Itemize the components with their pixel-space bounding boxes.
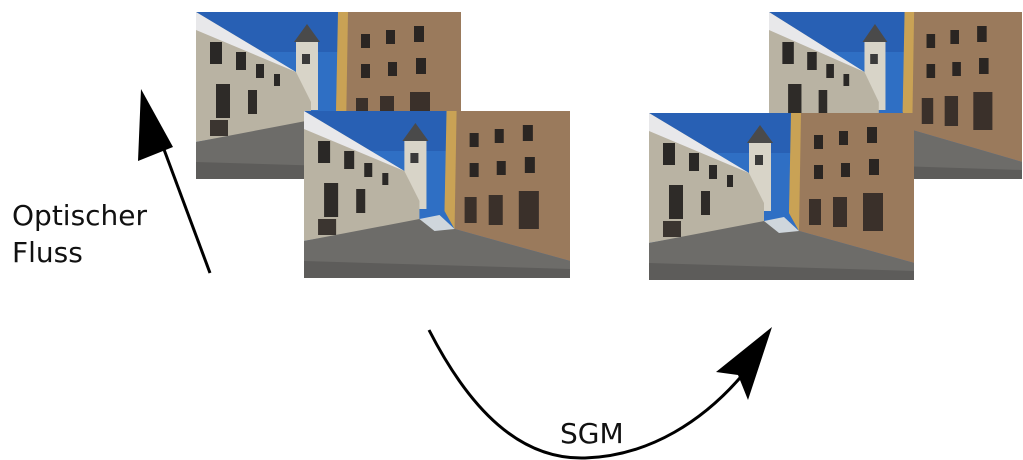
optical-flow-arrowhead <box>138 89 173 161</box>
street-photo-image <box>304 111 570 278</box>
sgm-label: SGM <box>560 417 624 450</box>
sgm-arrowhead <box>716 327 772 400</box>
street-photo-right-front <box>649 113 914 280</box>
optical-flow-label: Optischer Fluss <box>12 199 148 269</box>
street-photo-image <box>649 113 914 280</box>
street-photo-left-front <box>304 111 570 278</box>
